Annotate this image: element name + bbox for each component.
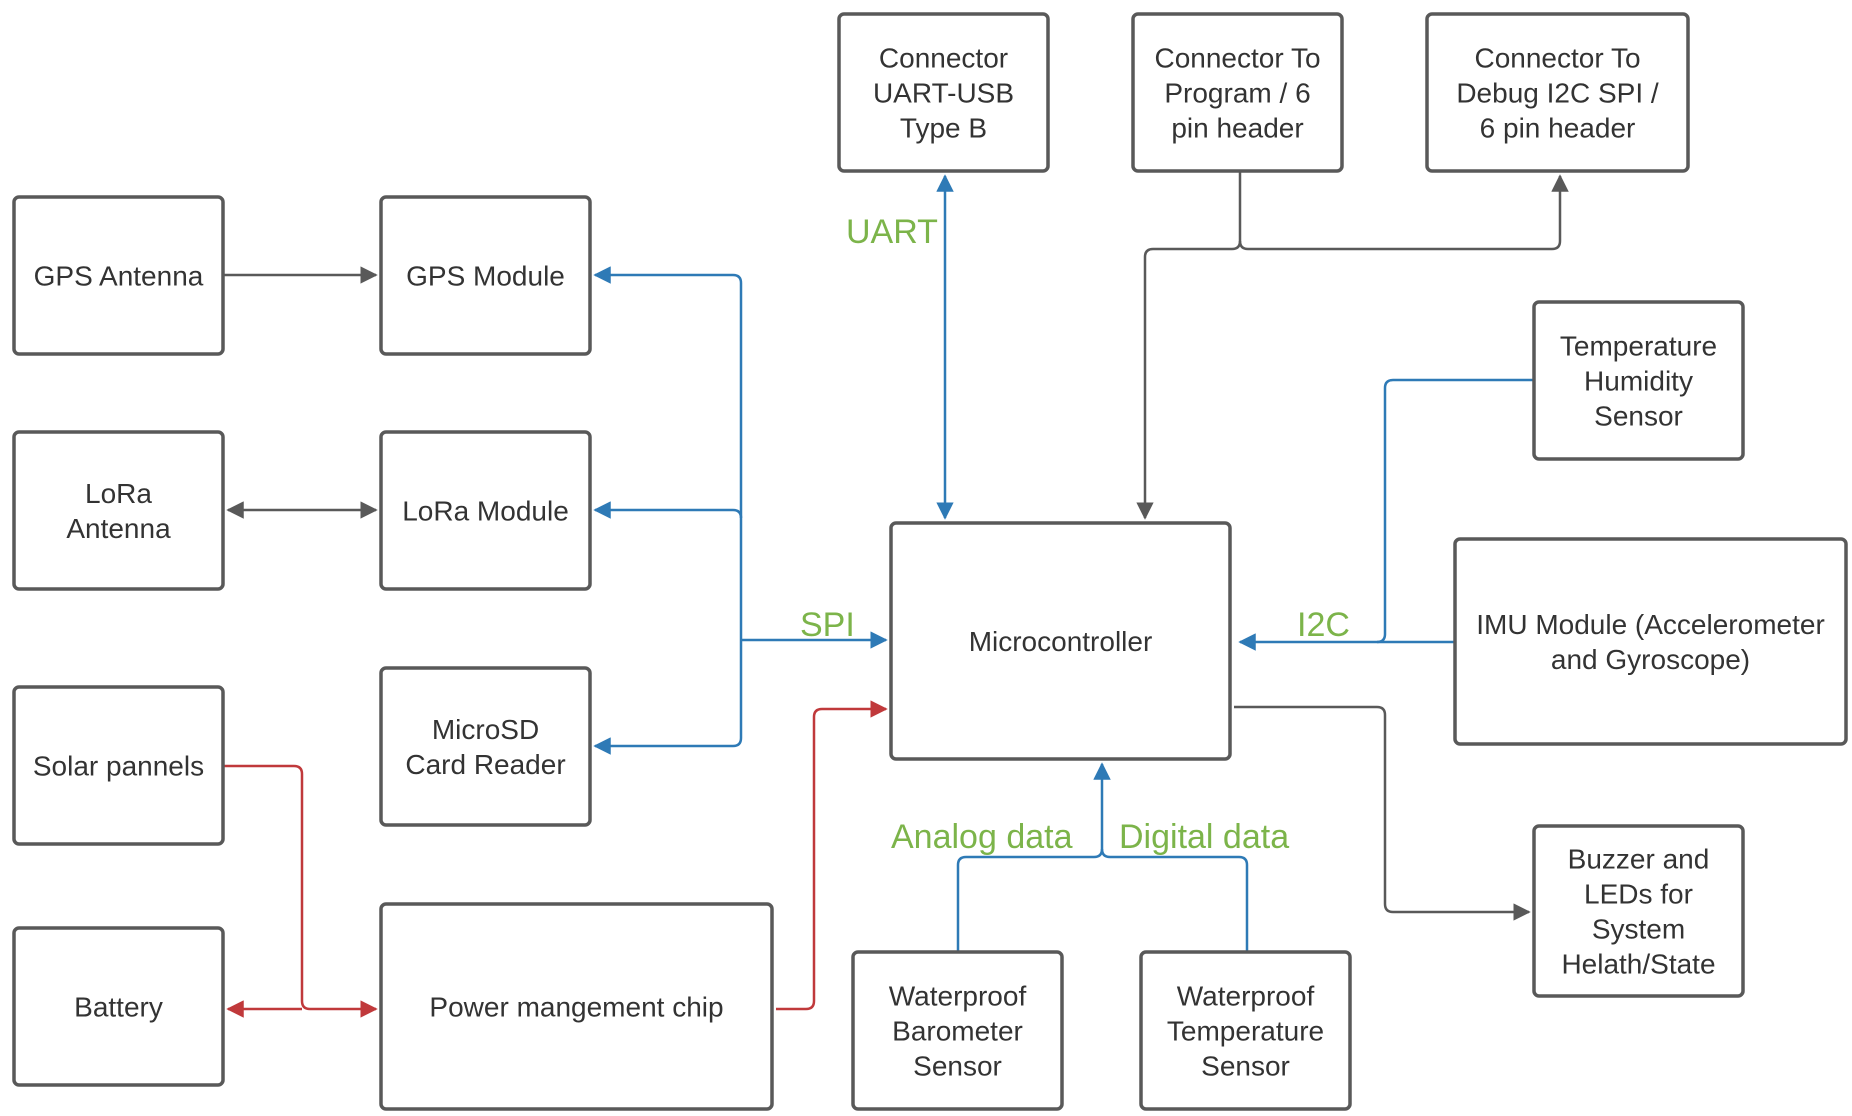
power-chip-label-line: Power mangement chip bbox=[429, 992, 723, 1023]
barometer-label-line: Sensor bbox=[913, 1051, 1002, 1082]
edge-spi-microsd bbox=[593, 640, 743, 755]
connector-program-header-box-frame bbox=[1131, 12, 1344, 173]
solar-panels-box-frame bbox=[12, 685, 225, 846]
connector-uart-usb-box-frame bbox=[837, 12, 1050, 173]
connector-debug-header-box-frame bbox=[1425, 12, 1690, 173]
connector-debug-header-box: Connector To Debug I2C SPI / 6 pin header bbox=[1425, 12, 1690, 173]
battery-box-frame bbox=[12, 926, 225, 1087]
imu-label-line: and Gyroscope) bbox=[1551, 644, 1750, 675]
waterproof-barometer-sensor-box-frame bbox=[851, 950, 1064, 1111]
temp-humidity-label-line: Humidity bbox=[1584, 366, 1693, 397]
barometer-label-line: Barometer bbox=[892, 1016, 1023, 1047]
water-temp-label-line: Temperature bbox=[1167, 1016, 1324, 1047]
program-header-label-line: pin header bbox=[1171, 113, 1303, 144]
label-analog-data: Analog data bbox=[891, 818, 1073, 856]
temperature-humidity-sensor-box-frame bbox=[1532, 300, 1745, 461]
debug-header-label-line: Debug I2C SPI / bbox=[1456, 78, 1659, 109]
microcontroller-box-frame bbox=[889, 521, 1232, 761]
label-uart: UART bbox=[846, 213, 938, 251]
gps-antenna-box-frame bbox=[12, 195, 225, 356]
gps-antenna-box: GPS Antenna bbox=[12, 195, 225, 356]
lora-antenna-label-line: Antenna bbox=[66, 513, 171, 544]
buzzer-label-line: System bbox=[1592, 914, 1685, 945]
barometer-label-line: Waterproof bbox=[889, 981, 1027, 1012]
gps-module-label-line: GPS Module bbox=[406, 261, 565, 292]
waterproof-temperature-sensor-box-frame bbox=[1139, 950, 1352, 1111]
program-header-label-line: Program / 6 bbox=[1164, 78, 1310, 109]
power-management-chip-box: Power mangement chip bbox=[379, 902, 774, 1111]
temp-humidity-label-line: Sensor bbox=[1594, 401, 1683, 432]
debug-header-label-line: Connector To bbox=[1474, 43, 1640, 74]
solar-label-line: Solar pannels bbox=[33, 751, 204, 782]
edge-barometer-analog bbox=[956, 848, 1104, 952]
imu-module-box-frame bbox=[1453, 537, 1848, 746]
edge-program-header-to-microcontroller bbox=[1136, 170, 1242, 520]
edge-power-to-microcontroller bbox=[776, 700, 888, 1011]
buzzer-leds-box-frame bbox=[1532, 824, 1745, 998]
label-i2c: I2C bbox=[1297, 606, 1350, 644]
connector-program-header-box: Connector To Program / 6 pin header bbox=[1131, 12, 1344, 173]
microcontroller-label-line: Microcontroller bbox=[969, 626, 1153, 657]
gps-module-box: GPS Module bbox=[379, 195, 592, 356]
buzzer-label-line: LEDs for bbox=[1584, 879, 1693, 910]
solar-panels-box: Solar pannels bbox=[12, 685, 225, 846]
microsd-card-reader-box-frame bbox=[379, 666, 592, 827]
lora-module-box: LoRa Module bbox=[379, 430, 592, 591]
microsd-card-reader-box: MicroSD Card Reader bbox=[379, 666, 592, 827]
temp-humidity-label-line: Temperature bbox=[1560, 331, 1717, 362]
water-temp-label-line: Sensor bbox=[1201, 1051, 1290, 1082]
uart-usb-label-line: UART-USB bbox=[873, 78, 1014, 109]
buzzer-label-line: Helath/State bbox=[1561, 949, 1715, 980]
uart-usb-label-line: Connector bbox=[879, 43, 1008, 74]
edge-spi-lora-module bbox=[593, 501, 743, 519]
imu-module-box: IMU Module (Accelerometer and Gyroscope) bbox=[1453, 537, 1848, 746]
edge-solar-to-power bbox=[223, 764, 378, 1018]
edge-spi-gps-module bbox=[593, 266, 743, 640]
label-spi: SPI bbox=[800, 606, 855, 644]
lora-antenna-label-line: LoRa bbox=[85, 478, 152, 509]
uart-usb-label-line: Type B bbox=[900, 113, 987, 144]
edge-program-header-to-debug-header bbox=[1238, 174, 1569, 251]
debug-header-label-line: 6 pin header bbox=[1480, 113, 1636, 144]
gps-antenna-label-line: GPS Antenna bbox=[34, 261, 204, 292]
label-digital-data: Digital data bbox=[1119, 818, 1289, 856]
lora-module-label-line: LoRa Module bbox=[402, 496, 569, 527]
lora-module-box-frame bbox=[379, 430, 592, 591]
imu-label-line: IMU Module (Accelerometer bbox=[1476, 609, 1825, 640]
microcontroller-box: Microcontroller bbox=[889, 521, 1232, 761]
battery-label-line: Battery bbox=[74, 992, 163, 1023]
microsd-label-line: Card Reader bbox=[405, 749, 565, 780]
battery-box: Battery bbox=[12, 926, 225, 1087]
connections bbox=[223, 82, 1569, 1018]
lora-antenna-box-frame bbox=[12, 430, 225, 591]
edge-water-temp-digital bbox=[1100, 848, 1249, 952]
bus-labels: UART SPI I2C Analog data Digital data bbox=[800, 213, 1350, 856]
gps-module-box-frame bbox=[379, 195, 592, 356]
microsd-label-line: MicroSD bbox=[432, 714, 539, 745]
edge-microcontroller-to-buzzer bbox=[1234, 705, 1531, 921]
buzzer-label-line: Buzzer and bbox=[1568, 844, 1710, 875]
water-temp-label-line: Waterproof bbox=[1177, 981, 1315, 1012]
power-management-chip-box-frame bbox=[379, 902, 774, 1111]
program-header-label-line: Connector To bbox=[1154, 43, 1320, 74]
